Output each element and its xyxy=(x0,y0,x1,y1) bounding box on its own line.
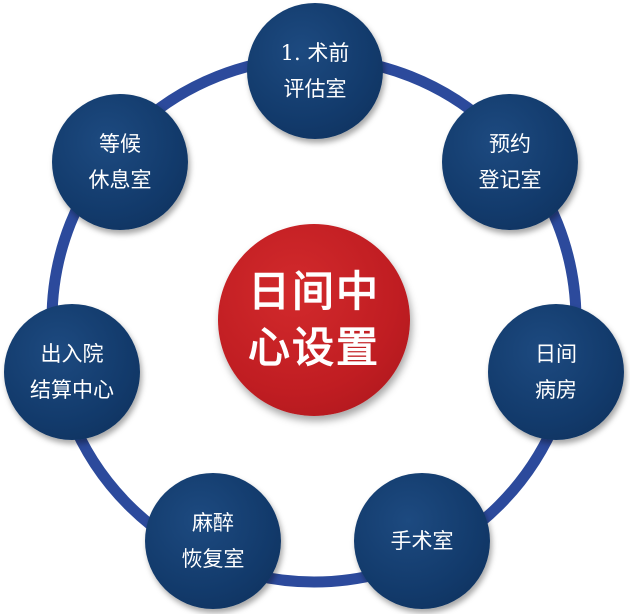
node-anesthesia-recovery: 麻醉 恢复室 xyxy=(145,473,281,609)
node-waiting-lounge: 等候 休息室 xyxy=(52,94,188,230)
center-hub: 日间中 心设置 xyxy=(218,224,410,416)
node-label-line2: 休息室 xyxy=(88,168,152,192)
node-label-line1: 等候 xyxy=(99,132,141,156)
node-label-line2: 登记室 xyxy=(478,168,542,192)
node-label-line1: 预约 xyxy=(489,132,531,156)
node-admission-discharge-billing: 出入院 结算中心 xyxy=(4,304,140,440)
node-label-line1: 1. 术前 xyxy=(280,41,350,65)
node-label-line1: 手术室 xyxy=(390,529,454,553)
center-label-line2: 心设置 xyxy=(247,323,380,372)
center-label-line1: 日间中 xyxy=(247,267,380,316)
node-label-line2: 恢复室 xyxy=(181,547,245,571)
node-operating-room: 手术室 xyxy=(354,473,490,609)
node-day-ward: 日间 病房 xyxy=(488,304,624,440)
node-label-line2: 结算中心 xyxy=(30,378,114,402)
node-preop-assessment: 1. 术前 评估室 xyxy=(247,3,383,139)
node-label-line2: 评估室 xyxy=(283,77,347,101)
node-appointment-registration: 预约 登记室 xyxy=(442,94,578,230)
node-label-line1: 出入院 xyxy=(40,342,104,366)
node-label-line1: 麻醉 xyxy=(192,511,234,535)
node-label-line1: 日间 xyxy=(535,342,577,366)
node-label-line2: 病房 xyxy=(535,378,577,402)
